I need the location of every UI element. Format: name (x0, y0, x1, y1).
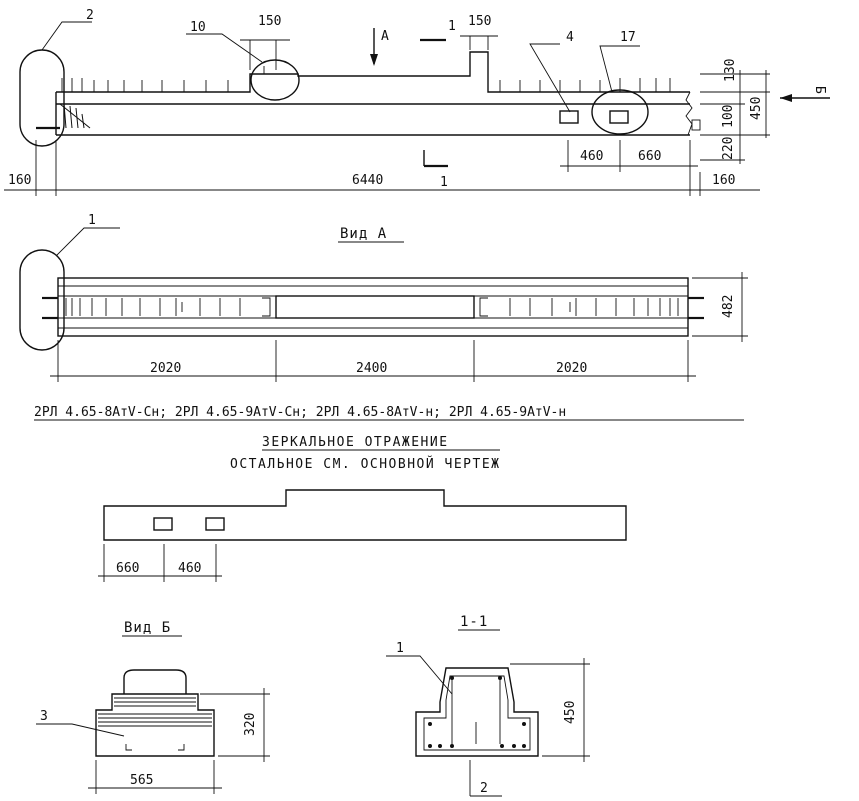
svg-text:220: 220 (721, 137, 736, 160)
section-1-1: 1-1 1 450 2 (386, 614, 590, 797)
svg-text:2020: 2020 (150, 361, 181, 376)
section-rebar (428, 676, 526, 748)
section-callout: 1 (396, 641, 404, 656)
view-a-title: Вид А (340, 226, 387, 242)
detail-circle-2 (19, 49, 65, 147)
beam-elevation: 2 10 4 17 A 1 1 Б 150 (4, 8, 830, 196)
embedded-plate-4 (559, 110, 579, 124)
svg-text:150: 150 (258, 14, 281, 29)
view-a: Вид А (19, 213, 748, 382)
view-b-title: Вид Б (124, 620, 171, 636)
mirror-note: 2РЛ 4.65-8АтV-Сн; 2РЛ 4.65-9АтV-Сн; 2РЛ … (34, 405, 744, 472)
svg-text:450: 450 (563, 701, 578, 724)
svg-text:130: 130 (723, 59, 738, 82)
view-a-stirrups (65, 297, 679, 317)
mirror-caption-1: ЗЕРКАЛЬНОЕ ОТРАЖЕНИЕ (262, 435, 449, 450)
detail-circle-10 (250, 59, 300, 101)
embedded-plate-17 (609, 110, 629, 124)
view-a-detail-circle (19, 249, 65, 351)
svg-text:150: 150 (468, 14, 491, 29)
view-b-callout: 3 (40, 709, 48, 724)
view-b-layers (98, 697, 212, 727)
svg-text:160: 160 (712, 173, 735, 188)
mirror-plate-2 (205, 517, 225, 531)
view-arrow-b: Б (780, 86, 830, 102)
svg-text:660: 660 (116, 561, 139, 576)
dim-150-left: 150 (240, 14, 290, 70)
right-vertical-dims: 130 450 100 220 (700, 59, 770, 164)
stirrup-ticks (61, 66, 671, 92)
svg-text:2: 2 (480, 781, 488, 796)
mirror-marks: 2РЛ 4.65-8АтV-Сн; 2РЛ 4.65-9АтV-Сн; 2РЛ … (34, 405, 566, 420)
arrow-b-label: Б (812, 86, 827, 94)
view-b: Вид Б 3 320 565 (36, 620, 270, 794)
svg-text:460: 460 (178, 561, 201, 576)
detail-circle-17 (591, 89, 649, 135)
svg-text:160: 160 (8, 173, 31, 188)
svg-text:2020: 2020 (556, 361, 587, 376)
mirror-elevation: 660 460 (98, 489, 627, 582)
callout-17: 17 (620, 30, 636, 45)
mirror-caption-2: ОСТАЛЬНОЕ СМ. ОСНОВНОЙ ЧЕРТЕЖ (230, 456, 500, 472)
svg-text:482: 482 (721, 295, 736, 318)
svg-text:460: 460 (580, 149, 603, 164)
dim-460-660: 460 660 (560, 140, 698, 172)
svg-text:100: 100 (721, 105, 736, 128)
svg-text:2400: 2400 (356, 361, 387, 376)
callout-4: 4 (566, 30, 574, 45)
mirror-plate-1 (153, 517, 173, 531)
dim-overall: 160 6440 160 (4, 140, 760, 196)
view-arrow-a: A (370, 28, 389, 66)
svg-text:6440: 6440 (352, 173, 383, 188)
section-title: 1-1 (460, 614, 488, 630)
svg-text:450: 450 (749, 97, 764, 120)
callout-10: 10 (190, 20, 206, 35)
svg-text:320: 320 (243, 713, 258, 736)
section-mark-bottom: 1 (440, 175, 448, 190)
section-mark-top: 1 (448, 19, 456, 34)
dim-150-right: 150 (460, 14, 498, 50)
svg-text:565: 565 (130, 773, 153, 788)
section-mark-bottom-group: 1 (423, 150, 448, 190)
view-a-callout: 1 (88, 213, 96, 228)
callout-2: 2 (86, 8, 94, 23)
svg-text:660: 660 (638, 149, 661, 164)
arrow-a-label: A (381, 29, 389, 44)
